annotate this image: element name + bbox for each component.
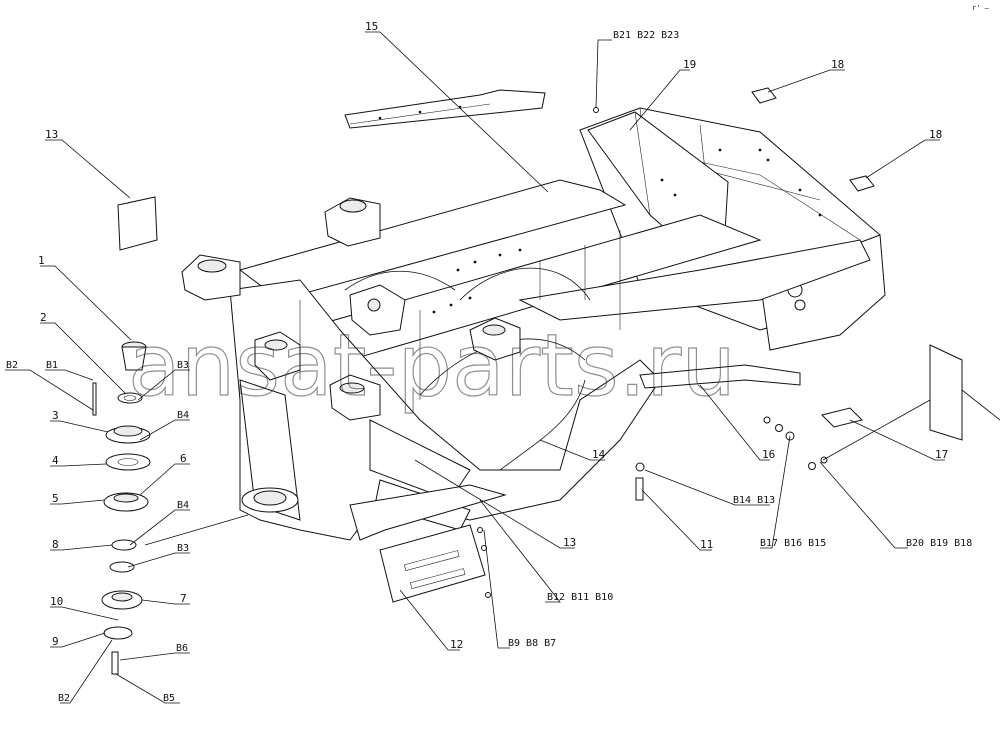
callout-15: 15: [365, 20, 378, 33]
part-B3-ring: [109, 561, 135, 573]
callout-14: 14: [592, 448, 606, 461]
part-9-plate: [103, 626, 133, 640]
part-B5-bolt: [111, 651, 119, 675]
callout-7: 7: [180, 592, 187, 605]
hw-B2-upper: B2: [6, 360, 18, 371]
leader-lines: [5, 31, 1000, 704]
callout-16: 16: [762, 448, 775, 461]
callout-17: 17: [935, 448, 948, 461]
callout-10: 10: [50, 595, 63, 608]
hw-B6: B6: [176, 643, 188, 654]
part-B1-bolt: [92, 382, 97, 416]
hw-B3-lower: B3: [177, 543, 189, 554]
hw-B2-lower: B2: [58, 693, 70, 704]
corner-mark: r' —: [972, 4, 990, 12]
callout-3: 3: [52, 409, 59, 422]
hw-B4-upper: B4: [177, 410, 189, 421]
mount-top-mid: [324, 197, 381, 247]
pivot-mounts: [181, 197, 521, 421]
hw-B17-B15: B17 B16 B15: [760, 538, 826, 549]
hw-B14-B13: B14 B13: [733, 495, 775, 506]
callout-5: 5: [52, 492, 59, 505]
mount-lower: [329, 374, 381, 421]
mount-right: [469, 317, 521, 361]
hw-B1: B1: [46, 360, 58, 371]
callout-13-lower: 13: [563, 536, 576, 549]
part-18-tabs: [751, 87, 875, 192]
callout-1: 1: [38, 254, 45, 267]
mount-arm: [349, 284, 406, 336]
part-2-ring: [117, 392, 143, 404]
mount-top-left: [181, 254, 241, 301]
bushing-stack: [92, 341, 151, 675]
hw-B9-B7: B9 B8 B7: [508, 638, 556, 649]
hardware-labels: B1 B2 B2 B3 B3 B4 B4 B5 B6 B9 B8 B7 B12 …: [6, 30, 972, 704]
callout-12: 12: [450, 638, 463, 651]
callout-11: 11: [700, 538, 713, 551]
part-17-pad: [821, 407, 863, 428]
callout-13-top: 13: [45, 128, 58, 141]
part-4-washer: [105, 453, 151, 471]
callout-9: 9: [52, 635, 59, 648]
hw-B5: B5: [163, 693, 175, 704]
hw-B21-B23: B21 B22 B23: [613, 30, 679, 41]
mount-center: [254, 331, 301, 381]
callout-4: 4: [52, 454, 59, 467]
callout-18-right: 18: [929, 128, 942, 141]
main-frame: [229, 107, 886, 541]
callout-2: 2: [40, 311, 47, 324]
hw-B12-B10: B12 B11 B10: [547, 592, 613, 603]
hw-B20-B18: B20 B19 B18: [906, 538, 972, 549]
part-16-lever: [639, 364, 801, 389]
part-13-plate: [117, 196, 158, 251]
part-15-beam: [344, 89, 546, 129]
watermark-text: ansat-parts.ru: [128, 316, 736, 416]
part-8-seal: [111, 539, 137, 551]
callout-18-top: 18: [831, 58, 844, 71]
part-17-plate: [929, 344, 963, 441]
callout-6: 6: [180, 452, 187, 465]
callout-labels: 1 2 3 4 5 6 7 8 9 10 11 12 13 13 14 15 1…: [38, 20, 948, 651]
callout-19: 19: [683, 58, 696, 71]
hardware-glyphs: [477, 107, 828, 598]
hw-B4-lower: B4: [177, 500, 189, 511]
callout-8: 8: [52, 538, 59, 551]
hw-B3-upper: B3: [177, 360, 189, 371]
